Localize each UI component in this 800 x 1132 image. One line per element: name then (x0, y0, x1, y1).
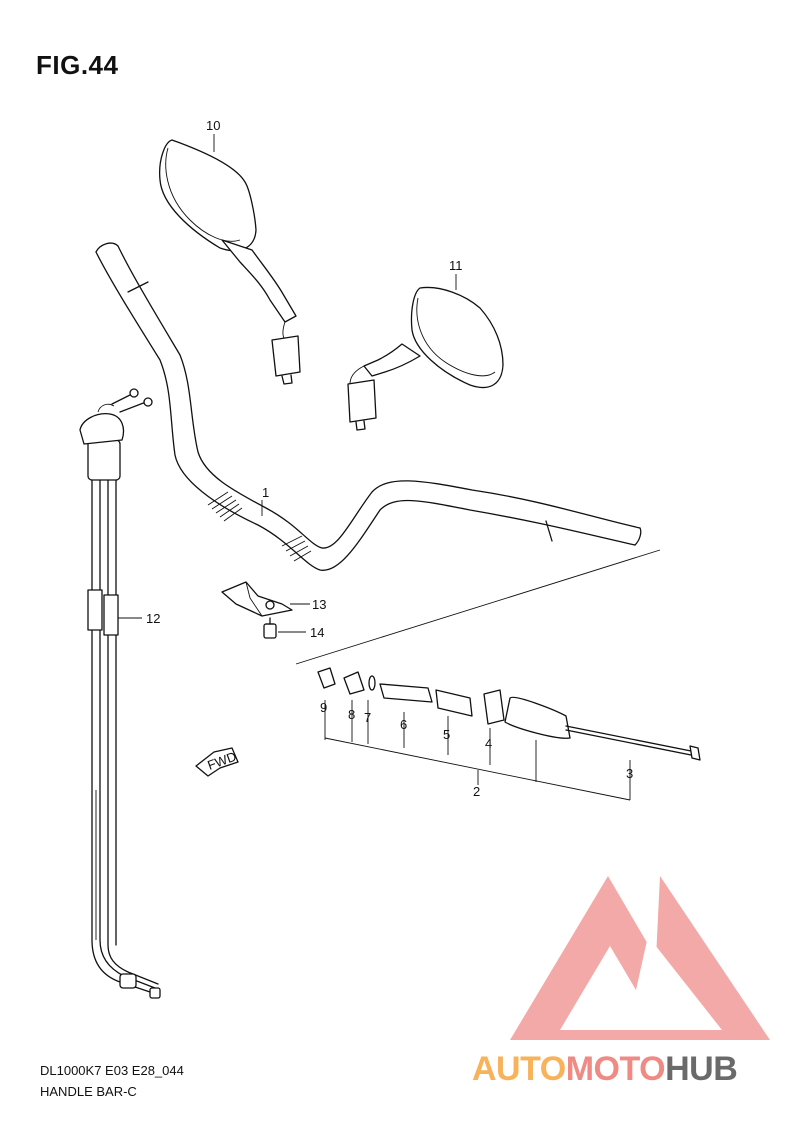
callout-5: 5 (443, 727, 450, 742)
callout-8: 8 (348, 707, 355, 722)
callout-9: 9 (320, 700, 327, 715)
handlebar (95, 242, 642, 571)
watermark-text: AUTOMOTOHUB (472, 1050, 738, 1089)
callout-7: 7 (364, 710, 371, 725)
bar-end-assembly (295, 549, 701, 801)
watermark-part-auto: AUTO (472, 1050, 566, 1088)
mirror-right (347, 286, 504, 431)
watermark-part-moto: MOTO (565, 1050, 666, 1088)
callout-10: 10 (206, 118, 220, 133)
model-code: DL1000K7 E03 E28_044 (40, 1063, 184, 1078)
callout-11: 11 (449, 258, 463, 273)
figure-title: FIG.44 (36, 50, 119, 80)
callout-13: 13 (312, 597, 326, 612)
callout-leaders (118, 134, 479, 785)
callout-4: 4 (485, 736, 492, 751)
automotohub-logo-mark (510, 876, 770, 1040)
forward-arrow-label: FWD (205, 749, 238, 773)
mirror-left (159, 139, 301, 385)
callout-2: 2 (473, 784, 480, 799)
watermark-part-hub: HUB (665, 1050, 738, 1088)
callout-3: 3 (626, 766, 633, 781)
callout-14: 14 (310, 625, 324, 640)
bolt (263, 617, 277, 639)
throttle-cable-assembly (79, 388, 161, 999)
callout-1: 1 (262, 485, 269, 500)
clamp-bracket (221, 581, 293, 617)
callout-12: 12 (146, 611, 160, 626)
section-name: HANDLE BAR-C (40, 1084, 137, 1099)
forward-arrow-icon: FWD (195, 747, 239, 777)
callout-6: 6 (400, 717, 407, 732)
